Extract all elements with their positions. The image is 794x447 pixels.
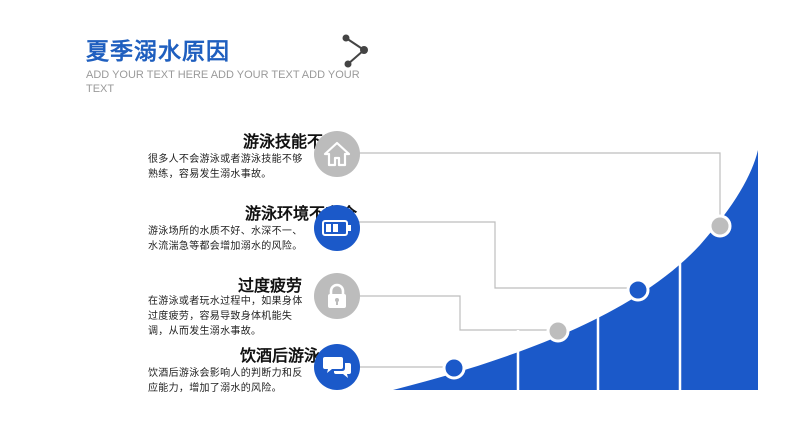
item-heading: 游泳环境不安全: [244, 204, 357, 223]
item-icon-circle: [314, 273, 360, 319]
lock-icon: [328, 283, 346, 308]
item-description: 游泳场所的水质不好、水深不一、水流湍急等都会增加溺水的风险。: [148, 226, 303, 252]
item-heading: 饮酒后游泳: [239, 346, 320, 365]
connector-line: [358, 152, 721, 226]
battery-icon: [322, 220, 351, 236]
step-marker: [442, 356, 466, 380]
item-heading: 过度疲劳: [237, 276, 302, 295]
step-marker: [626, 278, 650, 302]
chat-bubbles-icon: [323, 357, 351, 378]
step-marker: [708, 214, 732, 238]
connector-line: [358, 221, 639, 290]
share-icon: [342, 34, 368, 68]
item-description: 饮酒后游泳会影响人的判断力和反应能力，增加了溺水的风险。: [148, 368, 303, 394]
item-description: 很多人不会游泳或者游泳技能不够熟练，容易发生溺水事故。: [148, 154, 303, 180]
item-icon-circle: [314, 131, 360, 177]
item-icon-circle: [314, 205, 360, 251]
step-marker: [546, 319, 570, 343]
home-icon: [323, 141, 351, 167]
item-icon-circle: [314, 344, 360, 390]
item-heading: 游泳技能不足: [242, 132, 339, 151]
growth-area: [393, 150, 758, 390]
page-title: 夏季溺水原因: [86, 39, 230, 65]
connector-line: [358, 295, 558, 331]
page-subtitle: ADD YOUR TEXT HERE ADD YOUR TEXT ADD YOU…: [86, 69, 360, 95]
item-description: 在游泳或者玩水过程中，如果身体过度疲劳，容易导致身体机能失调，从而发生溺水事故。: [148, 296, 303, 337]
